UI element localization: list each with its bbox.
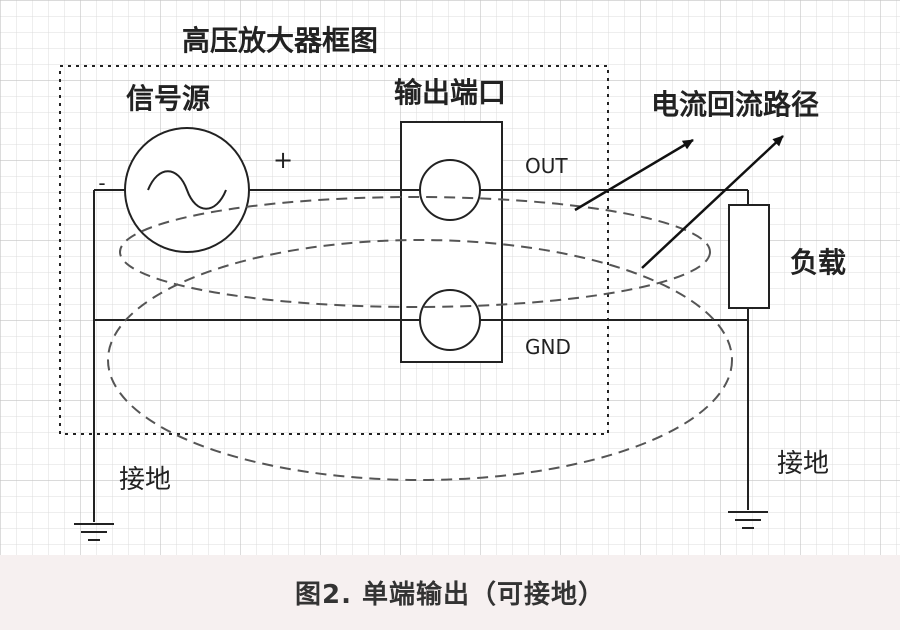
return-loop-small [119, 196, 711, 308]
sine-wave-icon [147, 170, 227, 210]
return-path-label: 电流回流路径 [651, 88, 819, 121]
return-path-arrow-2 [641, 135, 784, 269]
load-resistor [728, 204, 770, 309]
return-path-arrow-1 [574, 138, 694, 212]
return-loop-large [107, 239, 733, 481]
minus-terminal-label: - [98, 171, 105, 195]
circuit-wires [93, 189, 749, 522]
gnd-label: GND [525, 335, 571, 359]
out-terminal [419, 159, 481, 221]
ground-right-label: 接地 [777, 449, 829, 479]
amplifier-boundary [59, 65, 609, 435]
plus-terminal-label: + [273, 146, 293, 174]
ground-left-label: 接地 [119, 465, 171, 495]
signal-source-label: 信号源 [126, 82, 210, 115]
out-label: OUT [525, 154, 568, 178]
output-port-label: 输出端口 [394, 76, 506, 109]
load-label: 负载 [790, 246, 846, 279]
figure-caption: 图2. 单端输出（可接地） [294, 580, 606, 610]
ground-icon-left [74, 523, 114, 541]
gnd-terminal [419, 289, 481, 351]
caption-bar: 图2. 单端输出（可接地） [0, 555, 900, 630]
ground-icon-right [728, 511, 768, 529]
diagram-title: 高压放大器框图 [182, 24, 378, 57]
